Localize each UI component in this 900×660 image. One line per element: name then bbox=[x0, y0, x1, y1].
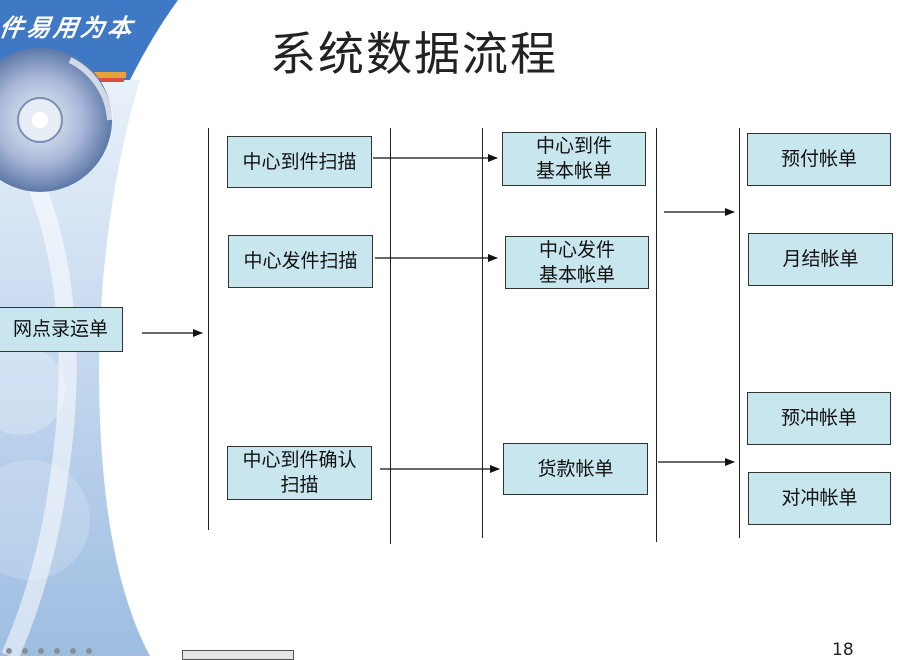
payment-bill-box: 货款帐单 bbox=[503, 443, 648, 495]
center-arrival-basic-bill-box: 中心到件 基本帐单 bbox=[502, 132, 646, 186]
prepaid-bill-box: 预付帐单 bbox=[747, 133, 891, 186]
slide-nav-control[interactable] bbox=[182, 650, 294, 660]
center-dispatch-scan-box: 中心发件扫描 bbox=[228, 235, 373, 288]
offset-bill-box: 对冲帐单 bbox=[748, 472, 891, 525]
divider-line bbox=[656, 128, 657, 542]
monthly-bill-box: 月结帐单 bbox=[748, 233, 893, 286]
pre-offset-bill-box: 预冲帐单 bbox=[747, 392, 891, 445]
page-title: 系统数据流程 bbox=[270, 27, 558, 81]
divider-line bbox=[739, 128, 740, 538]
divider-line bbox=[390, 128, 391, 544]
page-number: 18 bbox=[832, 640, 854, 660]
divider-line bbox=[482, 128, 483, 538]
center-dispatch-basic-bill-box: 中心发件 基本帐单 bbox=[505, 236, 649, 289]
center-arrival-scan-box: 中心到件扫描 bbox=[227, 136, 372, 188]
cd-disc-icon bbox=[0, 48, 113, 192]
site-entry-box: 网点录运单 bbox=[0, 307, 123, 352]
divider-line bbox=[208, 128, 209, 530]
slide-nav-dots bbox=[6, 648, 92, 654]
center-arrival-confirm-scan-box: 中心到件确认 扫描 bbox=[227, 446, 372, 500]
